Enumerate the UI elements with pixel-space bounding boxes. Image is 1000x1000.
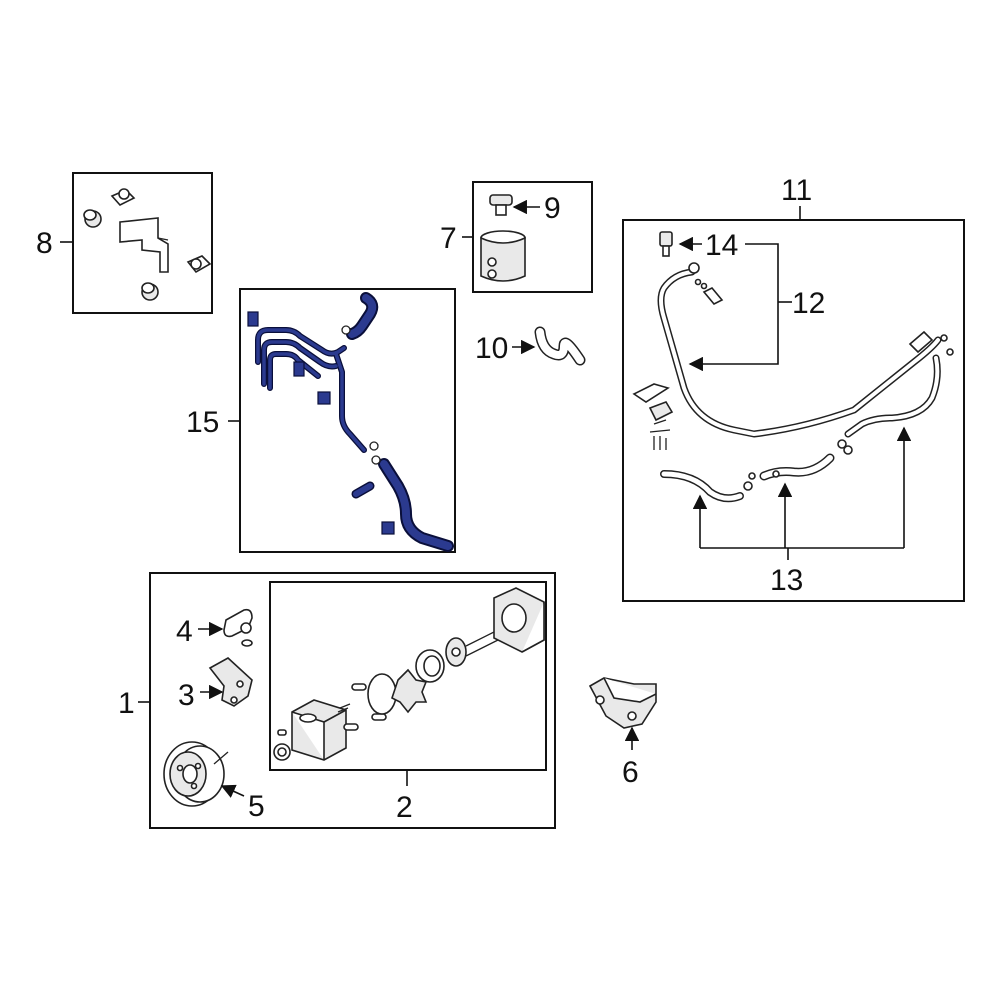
return-hoses-13-icon bbox=[660, 453, 835, 503]
group-8-frame bbox=[72, 172, 213, 314]
fitting-4-icon bbox=[223, 608, 253, 647]
bracket-3-icon bbox=[208, 657, 253, 707]
group-8-parts-icon bbox=[83, 188, 212, 301]
group-11-frame bbox=[622, 219, 965, 602]
pulley-5-icon bbox=[163, 741, 229, 807]
callout-2[interactable]: 2 bbox=[396, 791, 413, 824]
callout-5[interactable]: 5 bbox=[248, 790, 265, 823]
callout-12[interactable]: 12 bbox=[792, 287, 825, 320]
callout-15[interactable]: 15 bbox=[186, 406, 219, 439]
group-1-frame bbox=[149, 572, 556, 829]
group-15-box: 15 bbox=[186, 288, 456, 553]
callout-6[interactable]: 6 bbox=[622, 756, 639, 789]
group-8-box: 8 bbox=[36, 172, 213, 314]
callout-8[interactable]: 8 bbox=[36, 227, 53, 260]
callout-1[interactable]: 1 bbox=[118, 687, 135, 720]
callout-13[interactable]: 13 bbox=[770, 564, 803, 597]
reservoir-cap-icon bbox=[489, 194, 513, 216]
callout-7[interactable]: 7 bbox=[440, 222, 457, 255]
pressure-hose-assembly-highlight bbox=[247, 292, 454, 552]
pressure-line-12-icon bbox=[657, 262, 954, 438]
callout-14[interactable]: 14 bbox=[705, 229, 738, 262]
group-2-frame bbox=[269, 581, 547, 771]
callout-10[interactable]: 10 bbox=[475, 332, 508, 365]
reservoir-tank-icon bbox=[480, 230, 526, 282]
callout-9[interactable]: 9 bbox=[544, 192, 561, 225]
pump-internals-2-icon bbox=[273, 587, 545, 761]
group-7-box: 7 9 bbox=[440, 181, 593, 293]
line-clip-icon bbox=[632, 383, 674, 450]
callout-4[interactable]: 4 bbox=[176, 615, 193, 648]
callout-3[interactable]: 3 bbox=[178, 679, 195, 712]
group-1-box: 1 4 3 5 bbox=[118, 572, 556, 829]
part-10: 10 bbox=[475, 326, 586, 366]
callout-11[interactable]: 11 bbox=[781, 174, 812, 207]
group-11-box: 11 14 12 bbox=[622, 174, 965, 602]
part-6: 6 bbox=[588, 677, 657, 789]
mount-6-icon bbox=[588, 677, 657, 729]
return-line-icon bbox=[837, 354, 941, 455]
sensor-14-icon bbox=[659, 231, 673, 257]
